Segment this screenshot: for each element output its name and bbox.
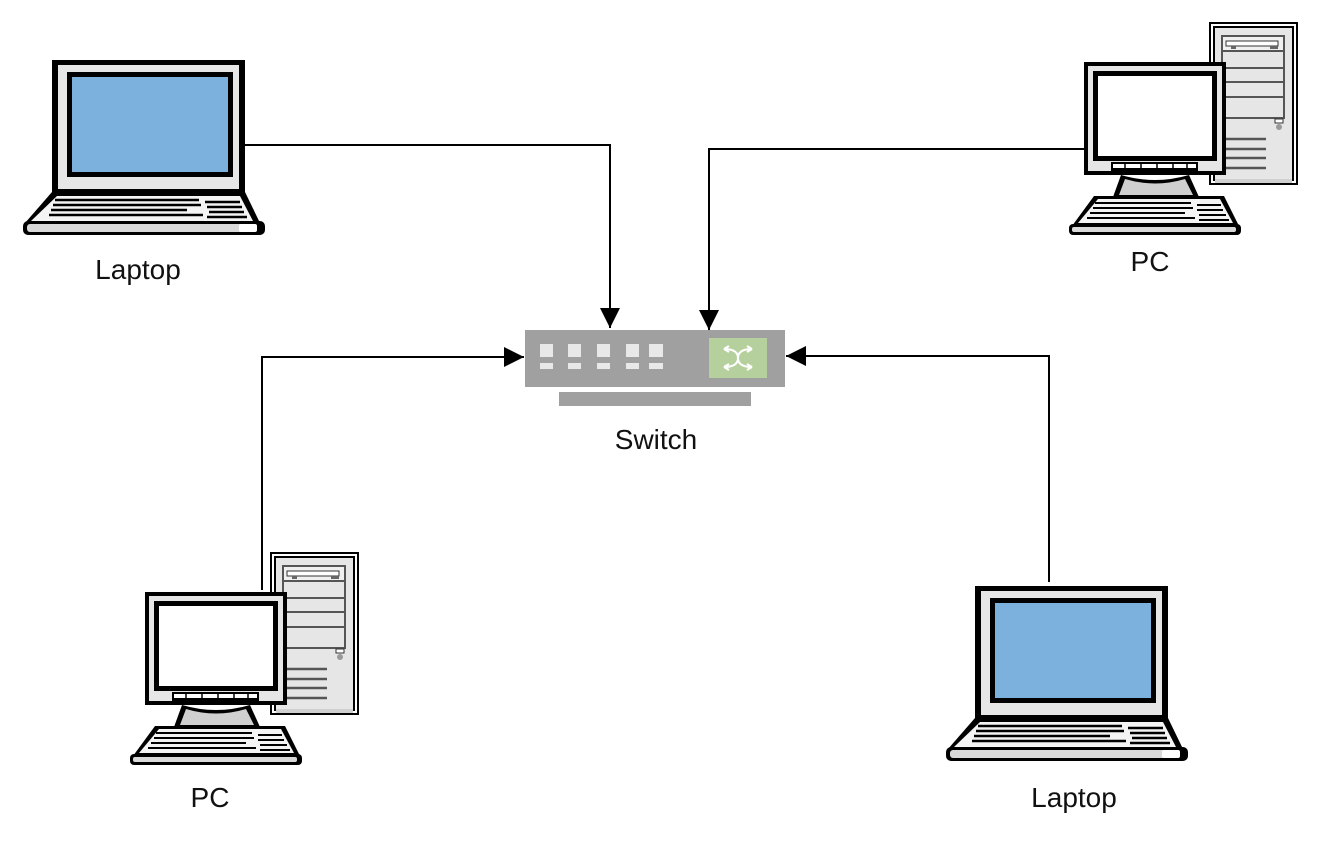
node-label-pc-bottom-left: PC — [190, 782, 230, 813]
pc-icon — [128, 550, 361, 767]
laptop-icon — [21, 58, 267, 237]
connectors — [244, 144, 1085, 590]
node-label-laptop-bottom-right: Laptop — [1031, 782, 1117, 813]
edge-laptop-top-left-to-switch — [244, 144, 620, 328]
switch-icon — [525, 330, 785, 406]
pc-icon — [1067, 20, 1300, 237]
switch-ports — [540, 344, 663, 369]
edge-laptop-bottom-right-to-switch — [786, 346, 1050, 582]
node-label-laptop-top-left: Laptop — [95, 254, 181, 285]
node-label-switch: Switch — [614, 424, 698, 455]
edge-pc-top-right-to-switch — [699, 148, 1085, 330]
laptop-icon — [944, 584, 1190, 763]
shuffle-arrows-icon — [723, 345, 753, 371]
switch-base — [559, 392, 751, 406]
edge-pc-bottom-left-to-switch — [261, 347, 524, 590]
node-label-pc-top-right: PC — [1130, 246, 1170, 277]
